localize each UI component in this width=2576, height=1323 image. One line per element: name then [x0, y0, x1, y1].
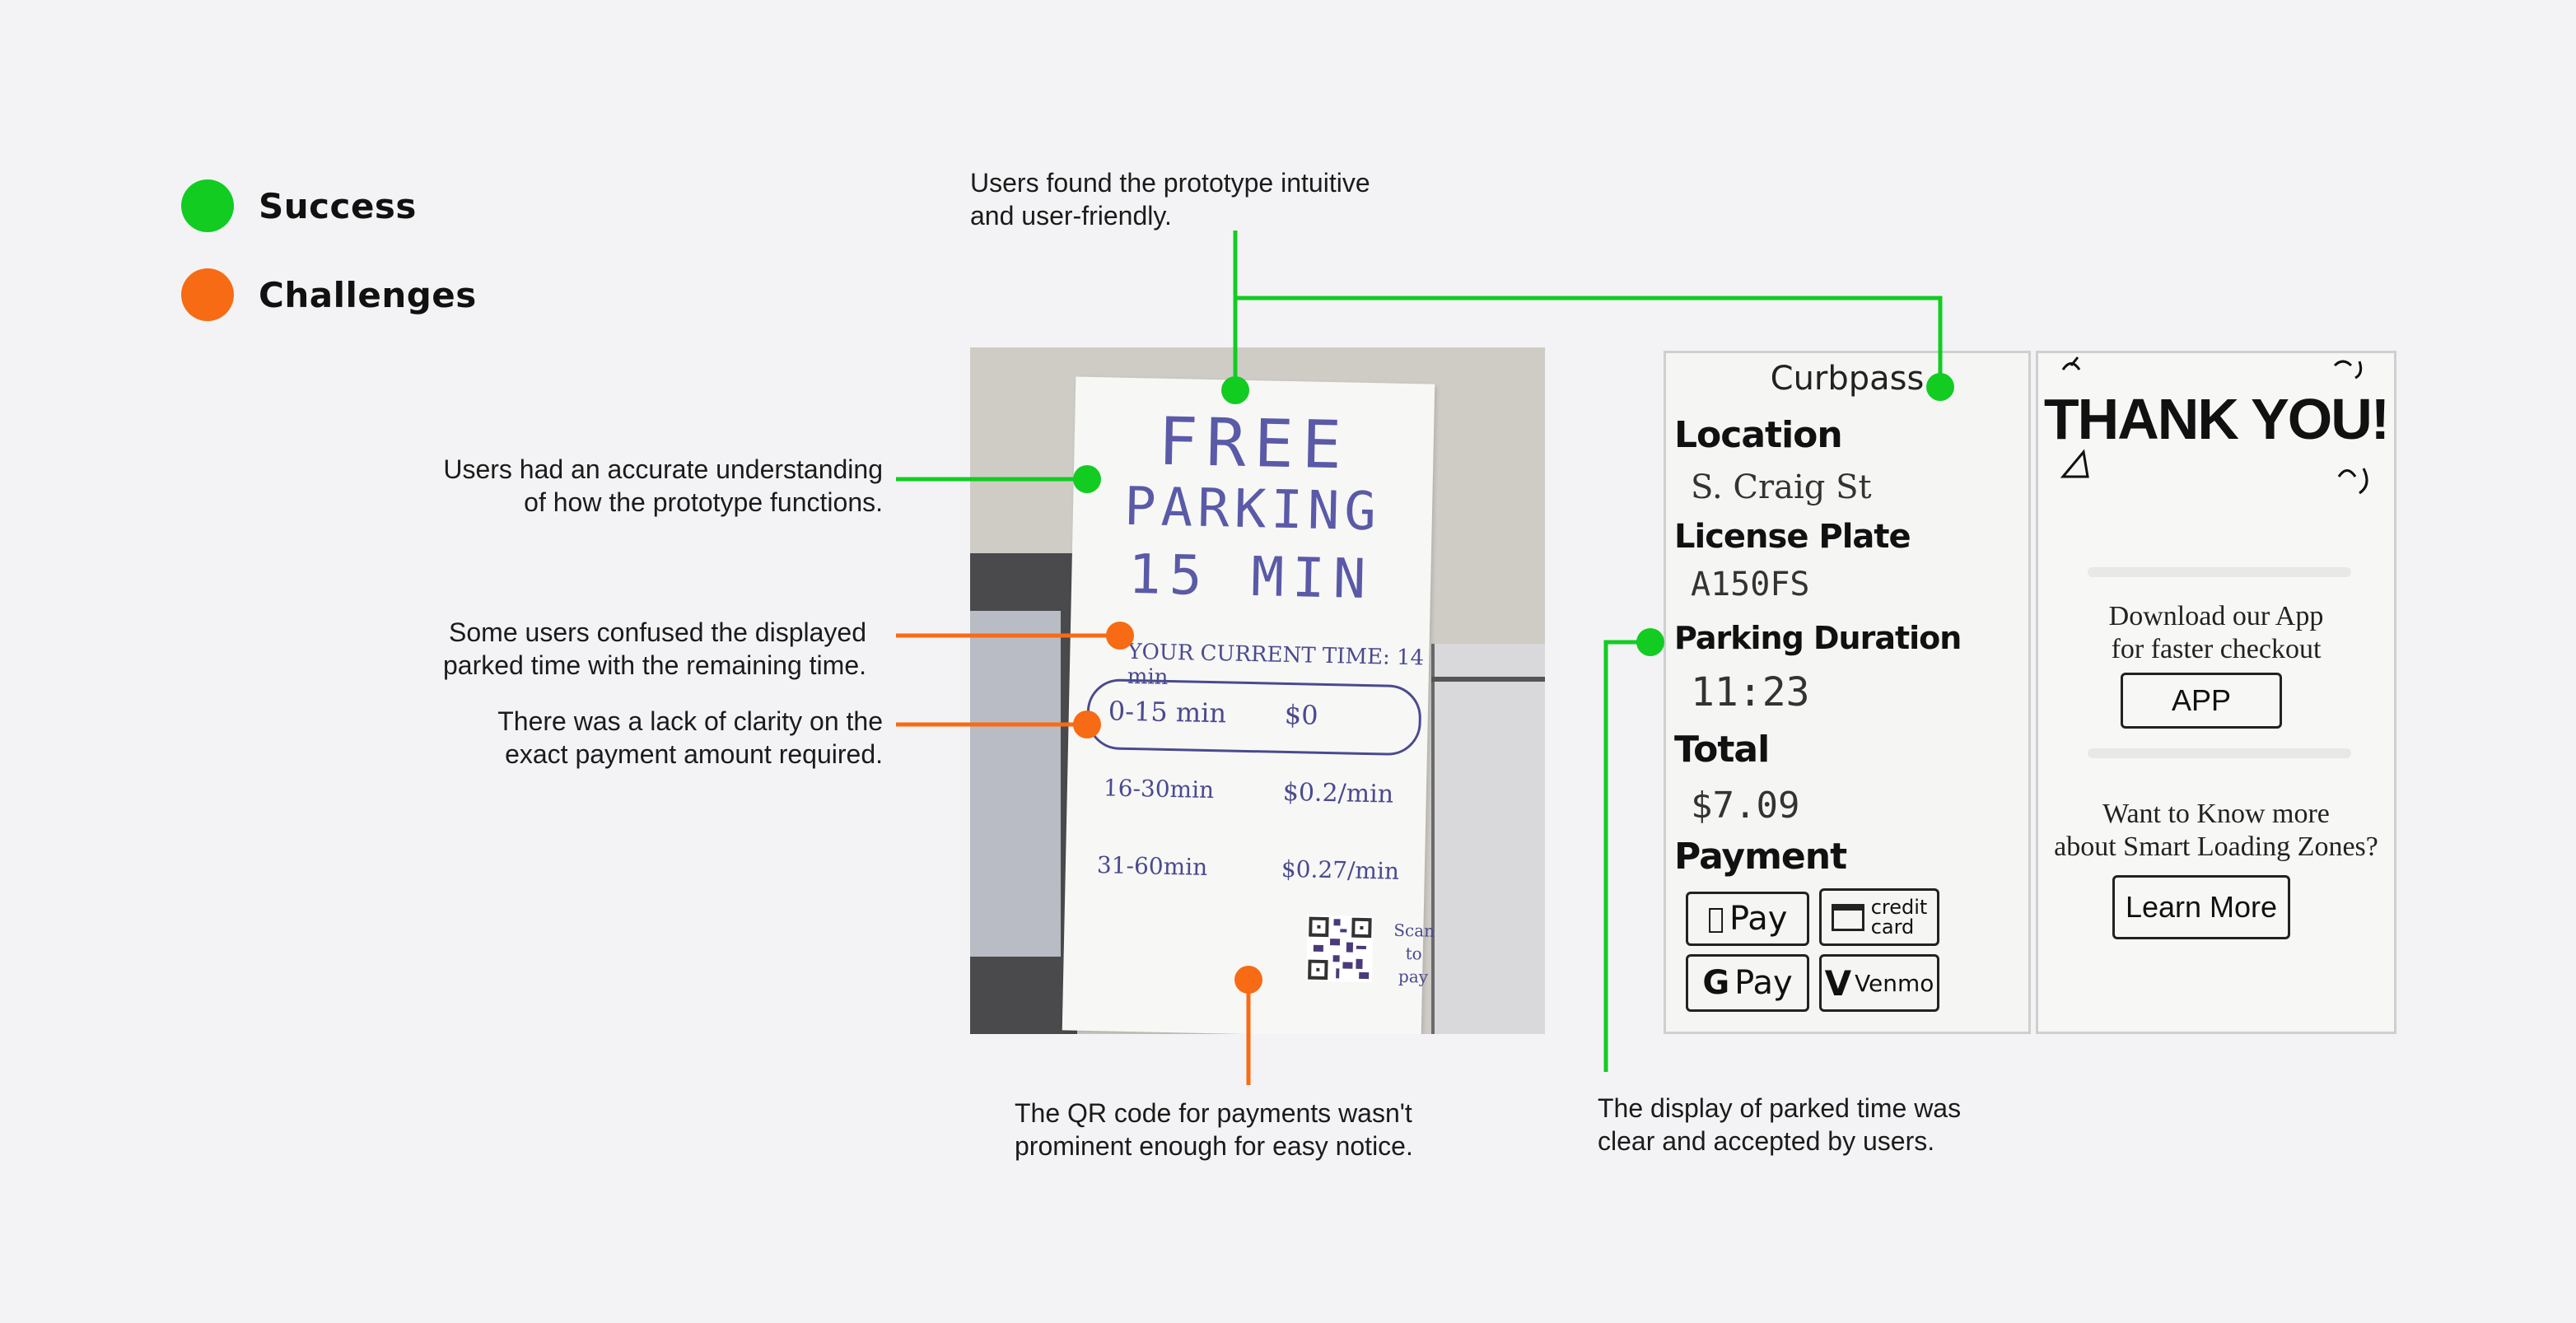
credit-card-button[interactable]: credit card	[1819, 888, 1939, 946]
legend-success: Success	[181, 161, 477, 250]
callout-line: of how the prototype functions.	[524, 487, 883, 517]
connector-parked-time	[1603, 640, 1650, 1072]
download-app-text: Download our App for faster checkout	[2038, 600, 2394, 666]
callout-line: Users found the prototype intuitive	[970, 168, 1370, 198]
callout-line: The display of parked time was	[1598, 1093, 1962, 1123]
callout-line: parked time with the remaining time.	[443, 650, 866, 680]
thank-you-screen-sketch: THANK YOU! Download our App for faster c…	[2036, 351, 2396, 1034]
parking-duration-value: 11:23	[1691, 669, 1810, 715]
legend: Success Challenges	[181, 161, 477, 339]
sign-parking-text: PARKING	[1123, 476, 1382, 543]
apple-pay-label: Pay	[1720, 900, 1788, 938]
scan-line: pay	[1398, 966, 1429, 987]
parking-duration-label: Parking Duration	[1674, 620, 1962, 656]
apple-pay-button[interactable]:  Pay	[1686, 892, 1809, 946]
callout-line: exact payment amount required.	[505, 739, 883, 769]
total-label: Total	[1674, 729, 1770, 771]
background-object	[1431, 644, 1545, 1034]
scan-line: to	[1405, 943, 1422, 964]
rate-price: $0.27/min	[1281, 855, 1400, 885]
callout-clarity: There was a lack of clarity on the exact…	[497, 705, 883, 771]
google-pay-button[interactable]: G Pay	[1686, 954, 1809, 1012]
apple-logo-icon: 	[1708, 902, 1724, 935]
legend-challenges: Challenges	[181, 250, 477, 339]
venmo-logo-icon: V	[1824, 962, 1852, 1004]
total-value: $7.09	[1691, 785, 1800, 827]
sign-minutes-text: 15 MIN	[1127, 542, 1375, 612]
legend-challenges-label: Challenges	[259, 274, 477, 315]
download-line: for faster checkout	[2111, 634, 2322, 664]
credit-card-icon	[1831, 903, 1864, 931]
thank-you-heading: THANK YOU!	[2043, 387, 2390, 451]
more-line: Want to Know more	[2102, 799, 2330, 829]
license-plate-value: A150FS	[1691, 566, 1810, 603]
app-button[interactable]: APP	[2121, 673, 2282, 729]
erased-text	[2088, 567, 2351, 577]
challenges-dot-icon	[181, 268, 234, 321]
callout-line: and user-friendly.	[970, 201, 1172, 231]
background-object	[970, 611, 1061, 957]
callout-line: Some users confused the displayed	[449, 617, 866, 647]
license-plate-label: License Plate	[1674, 518, 1911, 556]
smart-loading-text: Want to Know more about Smart Loading Zo…	[2038, 798, 2394, 864]
callout-line: There was a lack of clarity on the	[497, 706, 883, 736]
google-logo-icon: G	[1702, 964, 1730, 1002]
credit-card-line: card	[1870, 915, 1915, 939]
callout-confused: Some users confused the displayed parked…	[443, 616, 866, 682]
payment-label: Payment	[1674, 836, 1847, 878]
legend-success-label: Success	[259, 185, 417, 226]
background-object	[1431, 677, 1545, 682]
callout-line: clear and accepted by users.	[1598, 1126, 1935, 1156]
location-value: S. Craig St	[1691, 468, 1872, 506]
callout-line: Users had an accurate understanding	[443, 454, 883, 484]
callout-parked-time: The display of parked time was clear and…	[1598, 1092, 1961, 1158]
more-line: about Smart Loading Zones?	[2054, 832, 2378, 862]
scan-line: Scan	[1393, 920, 1435, 941]
success-marker-icon	[1636, 628, 1664, 656]
rate-range: 0-15 min	[1108, 695, 1227, 729]
callout-understanding: Users had an accurate understanding of h…	[443, 453, 883, 519]
curbpass-screen-sketch: Curbpass Location S. Craig St License Pl…	[1664, 351, 2031, 1034]
download-line: Download our App	[2108, 601, 2324, 631]
google-pay-label: Pay	[1734, 964, 1793, 1002]
callout-line: The QR code for payments wasn't	[1015, 1098, 1412, 1128]
credit-card-line: credit	[1870, 896, 1928, 919]
callout-intuitive: Users found the prototype intuitive and …	[970, 166, 1370, 232]
sign-free-text: FREE	[1157, 403, 1351, 484]
erased-text	[2088, 748, 2351, 758]
location-label: Location	[1674, 414, 1843, 456]
callout-qr: The QR code for payments wasn't prominen…	[1015, 1097, 1413, 1162]
venmo-label: Venmo	[1855, 969, 1934, 997]
rate-range: 31-60min	[1096, 851, 1208, 881]
paper-sign: FREE PARKING 15 MIN YOUR CURRENT TIME: 1…	[1062, 376, 1435, 1034]
parking-sign-photo: FREE PARKING 15 MIN YOUR CURRENT TIME: 1…	[970, 347, 1545, 1034]
success-dot-icon	[181, 179, 234, 232]
credit-card-label: credit card	[1871, 897, 1928, 937]
confetti-icon	[2060, 356, 2368, 495]
rate-range: 16-30min	[1103, 774, 1215, 804]
callout-line: prominent enough for easy notice.	[1015, 1131, 1413, 1161]
venmo-button[interactable]: V Venmo	[1819, 954, 1939, 1012]
rate-price: $0	[1284, 698, 1318, 731]
rate-price: $0.2/min	[1282, 777, 1394, 809]
learn-more-button[interactable]: Learn More	[2112, 875, 2290, 939]
qr-code-icon	[1306, 915, 1374, 983]
screen-title: Curbpass	[1770, 360, 1925, 398]
scan-to-pay-text: Scan to pay	[1393, 919, 1435, 989]
